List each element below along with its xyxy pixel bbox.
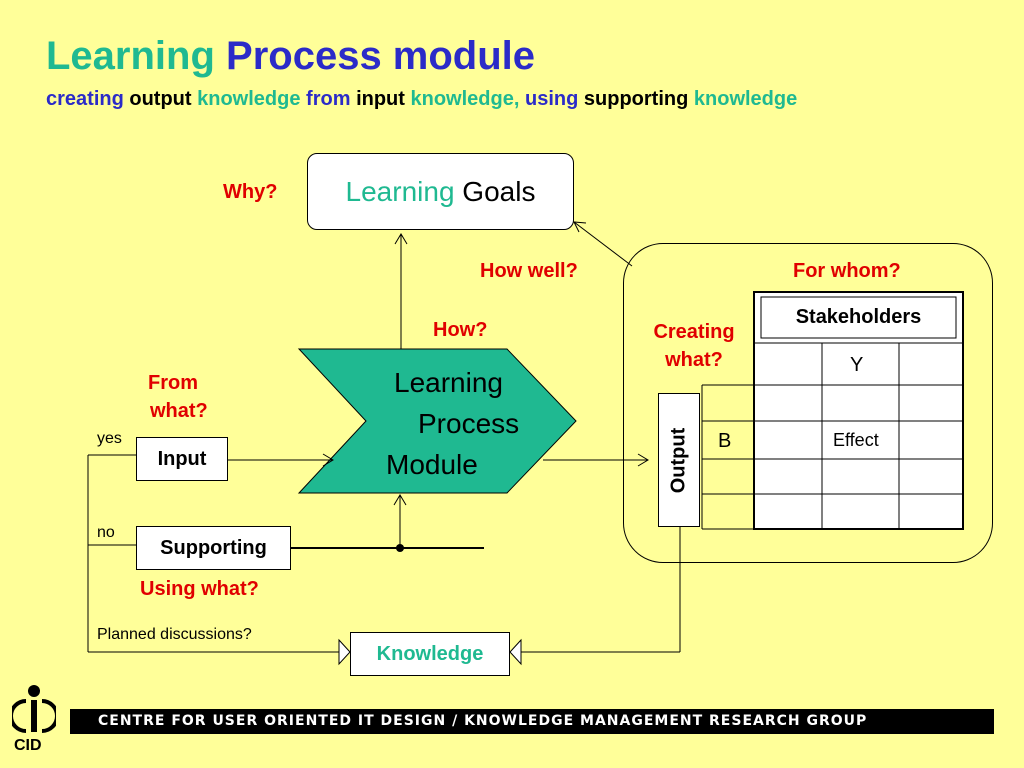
grid-cell-y: Y: [850, 354, 864, 376]
learning-process-module-label: Learning Process Module: [372, 362, 552, 485]
grid-cell-b: B: [718, 430, 732, 452]
input-box: Input: [136, 437, 228, 481]
subtitle-supporting: supporting: [583, 88, 689, 110]
arrow-output-to-knowledge: [509, 527, 681, 666]
title-word-process-module: Process module: [226, 34, 536, 78]
page-title: Learning Process module: [46, 34, 535, 79]
feedback-loop-left: [87, 454, 351, 666]
goals-word-goals: Goals: [462, 175, 536, 207]
subtitle-knowledge-3: knowledge: [693, 88, 798, 110]
stakeholder-grid: [701, 291, 964, 530]
subtitle-knowledge-2: knowledge: [410, 88, 514, 110]
stakeholders-header: Stakeholders: [795, 306, 922, 328]
title-word-learning: Learning: [46, 34, 215, 78]
question-creating-what: Creating what?: [642, 318, 746, 374]
question-for-whom: For whom?: [793, 260, 901, 282]
arrow-input-to-module: [227, 453, 334, 467]
module-line1: Learning: [394, 367, 503, 398]
from-line1: From: [148, 372, 198, 394]
input-box-label: Input: [157, 447, 207, 470]
supporting-connector: [290, 494, 484, 552]
arrow-module-to-goals: [394, 233, 408, 349]
subtitle-from: from: [306, 88, 351, 110]
question-using-what: Using what?: [140, 578, 259, 600]
output-box-label: Output: [667, 427, 690, 493]
subtitle-output: output: [129, 88, 192, 110]
subtitle-using: using: [524, 88, 579, 110]
question-how: How?: [433, 319, 488, 341]
footer-bar: CENTRE FOR USER ORIENTED IT DESIGN / KNO…: [70, 709, 994, 734]
output-box: Output: [658, 393, 700, 527]
creating-line1: Creating: [653, 321, 735, 343]
from-line2: what?: [150, 400, 208, 422]
creating-line2: what?: [665, 349, 723, 371]
module-line2: Process: [418, 408, 520, 439]
knowledge-box: Knowledge: [350, 632, 510, 676]
cid-logo-icon: [12, 685, 56, 733]
question-how-well: How well?: [480, 260, 578, 282]
knowledge-box-label: Knowledge: [376, 642, 484, 665]
label-yes: yes: [97, 430, 122, 447]
subtitle-input: input: [356, 88, 405, 110]
label-planned-discussions: Planned discussions?: [97, 626, 252, 643]
arrow-module-to-output: [543, 453, 649, 467]
arrow-panel-to-goals: [573, 221, 633, 267]
module-line3: Module: [386, 449, 478, 480]
supporting-box-label: Supporting: [160, 536, 267, 559]
grid-cell-effect: Effect: [833, 430, 879, 450]
subtitle-knowledge-1: knowledge: [197, 88, 301, 110]
learning-goals-box: Learning Goals: [307, 153, 574, 230]
module-chevron-shape: [297, 348, 577, 494]
goals-word-learning: Learning: [345, 175, 455, 207]
supporting-box: Supporting: [136, 526, 291, 570]
label-no: no: [97, 524, 115, 541]
subtitle-creating: creating: [46, 88, 124, 110]
page-subtitle: creating output knowledge from input kno…: [46, 88, 797, 111]
subtitle-comma: ,: [513, 88, 520, 110]
question-why: Why?: [223, 181, 278, 203]
cid-logo-text: CID: [14, 737, 42, 754]
question-from-what: From what?: [148, 369, 208, 425]
